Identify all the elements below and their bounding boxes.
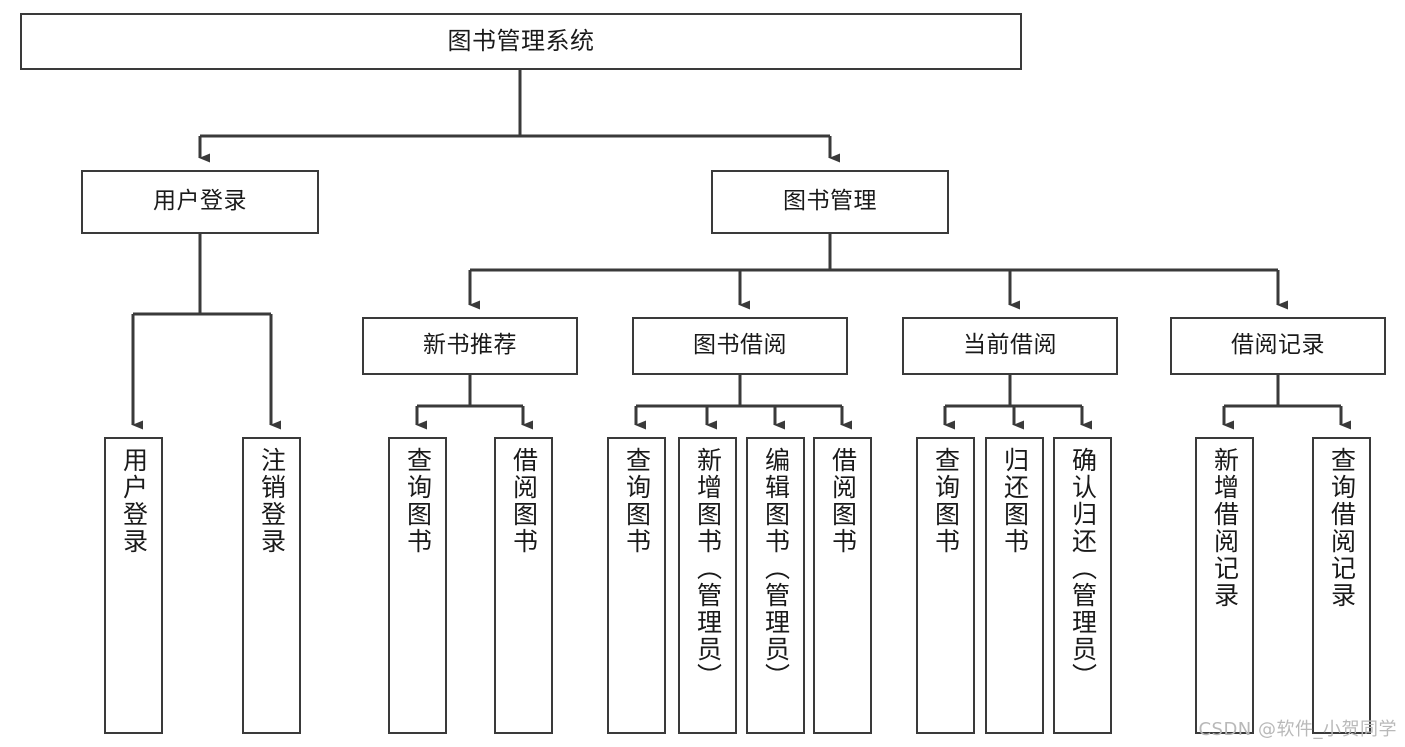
node-root[interactable]: 图书管理系统 <box>20 13 1022 70</box>
node-leaf-borrow-book-2[interactable]: 借阅图书 <box>813 437 872 734</box>
node-user-login[interactable]: 用户登录 <box>81 170 319 234</box>
node-leaf-query-book-2[interactable]: 查询图书 <box>607 437 666 734</box>
node-leaf-user-login[interactable]: 用户登录 <box>104 437 163 734</box>
node-leaf-logout-login[interactable]: 注销登录 <box>242 437 301 734</box>
node-book-borrow[interactable]: 图书借阅 <box>632 317 848 375</box>
node-leaf-confirm-return[interactable]: 确认归还（管理员） <box>1053 437 1112 734</box>
node-leaf-query-book-1[interactable]: 查询图书 <box>388 437 447 734</box>
node-leaf-query-book-1-label: 查询图书 <box>403 447 433 555</box>
node-leaf-add-record-label: 新增借阅记录 <box>1210 447 1240 609</box>
csdn-watermark: CSDN @软件_小贺同学 <box>1198 719 1397 740</box>
node-leaf-query-record-label: 查询借阅记录 <box>1327 447 1357 609</box>
node-root-label: 图书管理系统 <box>447 27 595 56</box>
node-leaf-user-login-label: 用户登录 <box>119 447 149 555</box>
node-current-borrow[interactable]: 当前借阅 <box>902 317 1118 375</box>
node-leaf-query-book-2-label: 查询图书 <box>622 447 652 555</box>
node-leaf-return-book[interactable]: 归还图书 <box>985 437 1044 734</box>
node-new-book-recommend[interactable]: 新书推荐 <box>362 317 578 375</box>
node-book-borrow-label: 图书借阅 <box>693 332 787 359</box>
node-leaf-confirm-return-label: 确认归还（管理员） <box>1068 447 1098 690</box>
node-leaf-add-book[interactable]: 新增图书（管理员） <box>678 437 737 734</box>
node-leaf-return-book-label: 归还图书 <box>1000 447 1030 555</box>
node-leaf-borrow-book-1-label: 借阅图书 <box>509 447 539 555</box>
node-user-login-label: 用户登录 <box>153 188 247 215</box>
node-book-manage[interactable]: 图书管理 <box>711 170 949 234</box>
node-borrow-record[interactable]: 借阅记录 <box>1170 317 1386 375</box>
node-leaf-query-record[interactable]: 查询借阅记录 <box>1312 437 1371 734</box>
node-leaf-logout-login-label: 注销登录 <box>257 447 287 555</box>
node-leaf-borrow-book-1[interactable]: 借阅图书 <box>494 437 553 734</box>
node-leaf-query-book-3[interactable]: 查询图书 <box>916 437 975 734</box>
node-book-manage-label: 图书管理 <box>783 188 877 215</box>
node-current-borrow-label: 当前借阅 <box>963 332 1057 359</box>
node-leaf-edit-book-label: 编辑图书（管理员） <box>761 447 791 690</box>
node-borrow-record-label: 借阅记录 <box>1231 332 1325 359</box>
node-leaf-edit-book[interactable]: 编辑图书（管理员） <box>746 437 805 734</box>
node-leaf-add-record[interactable]: 新增借阅记录 <box>1195 437 1254 734</box>
node-leaf-query-book-3-label: 查询图书 <box>931 447 961 555</box>
node-leaf-borrow-book-2-label: 借阅图书 <box>828 447 858 555</box>
node-new-book-recommend-label: 新书推荐 <box>423 332 517 359</box>
node-leaf-add-book-label: 新增图书（管理员） <box>693 447 723 690</box>
